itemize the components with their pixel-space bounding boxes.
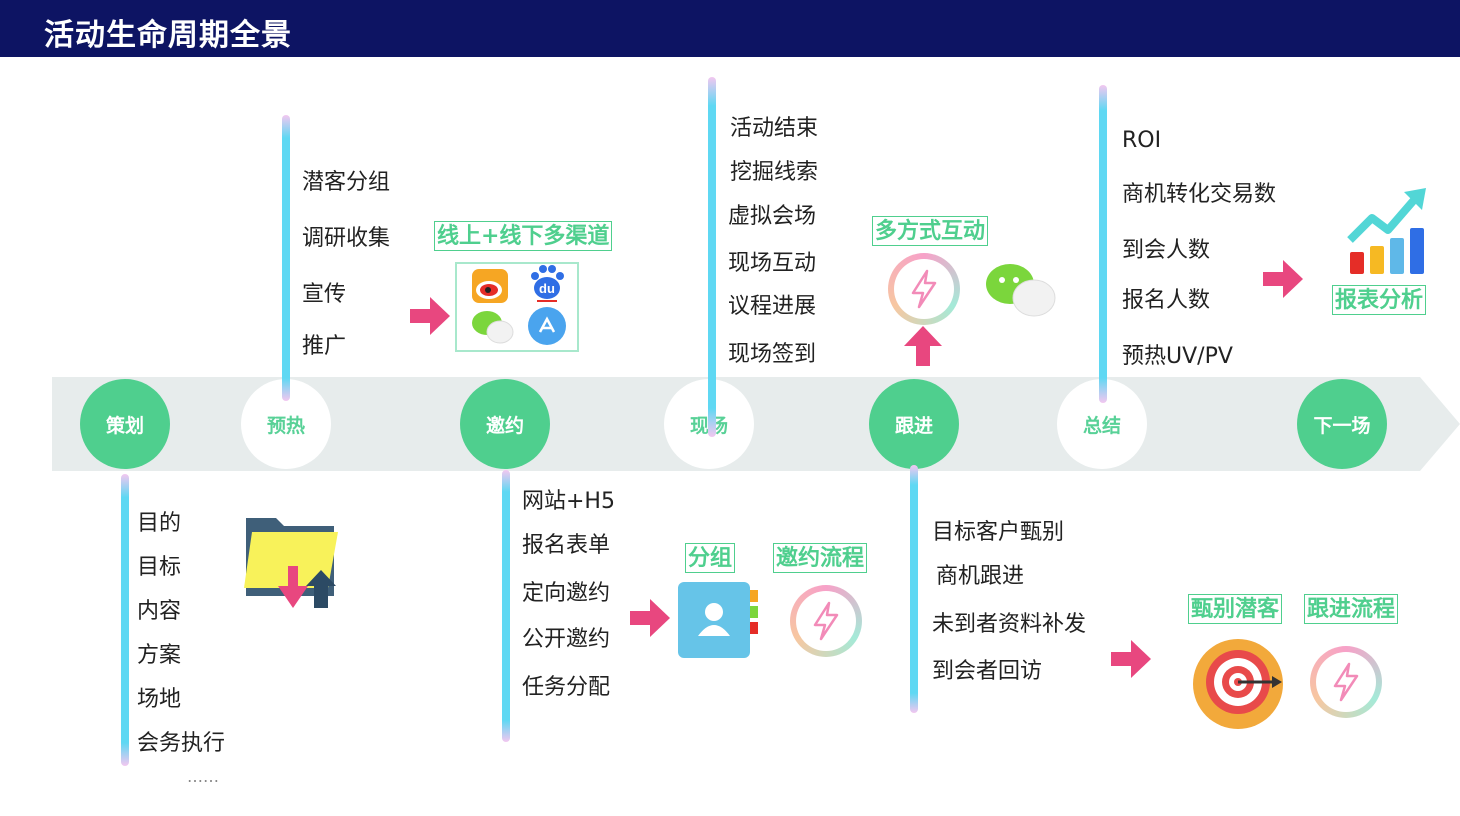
list-item: 到会人数 [1122,238,1211,263]
list-item: 未到者资料补发 [932,612,1087,637]
list-item: 商机跟进 [936,564,1025,589]
arrow-right-icon [1111,640,1151,678]
list-item: 宣传 [302,282,347,307]
channels-tag: 线上+线下多渠道 [434,221,613,251]
followup-bar [910,465,918,713]
appstore-icon [528,307,566,345]
multi-interaction-tag: 多方式互动 [872,216,989,246]
list-item: 调研收集 [302,226,391,251]
list-item: 定向邀约 [522,581,611,606]
list-item: 报名人数 [1122,288,1211,313]
title-bar [0,0,1460,57]
list-item: 目标客户甄别 [932,520,1065,545]
arrow-right-icon [630,599,670,637]
list-item: 挖掘线索 [730,160,819,185]
list-item: 预热UV/PV [1122,344,1233,369]
list-item: 会务执行 [137,731,226,756]
page-title: 活动生命周期全景 [44,18,292,53]
wechat-icon [986,264,1056,317]
list-item: ROI [1122,128,1162,153]
list-item: 报名表单 [522,533,611,558]
more-ellipsis: …… [187,767,219,786]
list-item: 任务分配 [522,675,611,700]
list-item: 目的 [137,511,182,536]
stage-invite[interactable]: 邀约 [460,379,550,469]
folder-icon [244,518,338,608]
list-item: 现场互动 [728,251,817,276]
list-item: 场地 [137,687,182,712]
warmup-bar [282,115,290,401]
list-item: 方案 [137,643,182,668]
list-item: 潜客分组 [302,170,391,195]
list-item: 商机转化交易数 [1122,182,1277,207]
stage-summary[interactable]: 总结 [1057,379,1147,469]
list-item: 虚拟会场 [728,204,817,229]
arrow-right-icon [410,297,450,335]
invite-bar [502,470,510,742]
onsite-bar [708,77,716,437]
weibo-icon [472,269,508,303]
list-item: 活动结束 [730,116,819,141]
stage-planning[interactable]: 策划 [80,379,170,469]
stage-followup[interactable]: 跟进 [869,379,959,469]
lightning-icon [1310,646,1382,718]
list-item: 公开邀约 [522,627,611,652]
list-item: 到会者回访 [932,659,1043,684]
svg-text:du: du [539,281,555,296]
arrow-up-icon [904,326,942,366]
baidu-icon: du [531,265,564,302]
followup-flow-tag: 跟进流程 [1304,594,1399,624]
invite-flow-tag: 邀约流程 [773,543,868,573]
planning-bar [121,474,129,766]
channels-box: du [455,262,579,352]
screening-tag: 甄别潜客 [1188,594,1283,624]
chart-icon [1347,188,1426,274]
list-item: 现场签到 [728,342,817,367]
report-tag: 报表分析 [1332,285,1427,315]
lightning-icon [790,585,862,657]
contacts-icon [678,582,758,658]
list-item: 网站+H5 [522,489,615,514]
list-item: 议程进展 [728,294,817,319]
summary-bar [1099,85,1107,403]
stage-next[interactable]: 下一场 [1297,379,1387,469]
list-item: 内容 [137,599,182,624]
group-tag: 分组 [685,543,736,573]
target-icon [1193,639,1283,729]
list-item: 推广 [302,334,347,359]
arrow-right-icon [1263,260,1303,298]
wechat-icon [472,311,514,344]
lightning-icon [888,253,960,325]
list-item: 目标 [137,555,182,580]
